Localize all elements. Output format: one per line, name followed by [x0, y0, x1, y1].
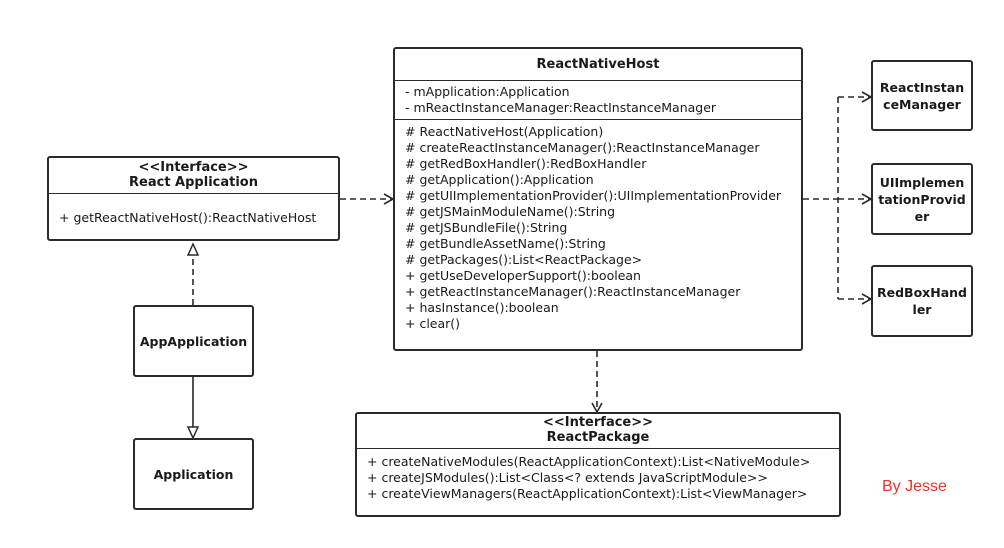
method-item: + createJSModules():List<Class<? extends… — [367, 470, 768, 485]
method-item: # getJSBundleFile():String — [405, 220, 568, 235]
application-title: Application — [153, 466, 234, 482]
method-item: # getJSMainModuleName():String — [405, 204, 616, 219]
method-item: # getApplication():Application — [405, 172, 594, 187]
ui-implementation-provider-title: UIImplementationProvider — [878, 174, 966, 224]
react-instance-manager-class[interactable]: ReactInstanceManager — [871, 60, 973, 131]
react-instance-manager-title: ReactInstanceManager — [879, 79, 965, 112]
react-native-host-title: ReactNativeHost — [536, 57, 660, 72]
method-item: + getUseDeveloperSupport():boolean — [405, 268, 641, 283]
method-item: + getReactNativeHost():ReactNativeHost — [59, 210, 317, 225]
react-native-host-methods: # ReactNativeHost(Application) # createR… — [395, 119, 801, 332]
react-package-methods: + createNativeModules(ReactApplicationCo… — [357, 448, 839, 502]
redbox-handler-class[interactable]: RedBoxHandler — [871, 265, 973, 337]
react-package-header: <<Interface>> ReactPackage — [357, 414, 839, 448]
method-item: # getPackages():List<ReactPackage> — [405, 252, 643, 267]
react-native-host-header: ReactNativeHost — [395, 49, 801, 80]
field-item: - mReactInstanceManager:ReactInstanceMan… — [405, 100, 717, 115]
method-item: # getRedBoxHandler():RedBoxHandler — [405, 156, 647, 171]
method-item: # createReactInstanceManager():ReactInst… — [405, 140, 760, 155]
application-class[interactable]: Application — [133, 438, 254, 510]
method-item: # getUIImplementationProvider():UIImplem… — [405, 188, 782, 203]
method-item: # getBundleAssetName():String — [405, 236, 606, 251]
react-application-methods: + getReactNativeHost():ReactNativeHost — [49, 193, 338, 226]
react-package-stereotype: <<Interface>> — [542, 415, 654, 430]
react-application-class[interactable]: <<Interface>> React Application + getRea… — [47, 156, 340, 241]
method-item: # ReactNativeHost(Application) — [405, 124, 604, 139]
field-item: - mApplication:Application — [405, 84, 570, 99]
author-signature: By Jesse — [882, 478, 947, 495]
method-item: + createViewManagers(ReactApplicationCon… — [367, 486, 808, 501]
ui-implementation-provider-class[interactable]: UIImplementationProvider — [871, 163, 973, 235]
react-native-host-fields: - mApplication:Application - mReactInsta… — [395, 80, 801, 119]
react-package-class[interactable]: <<Interface>> ReactPackage + createNativ… — [355, 412, 841, 517]
react-application-header: <<Interface>> React Application — [49, 158, 338, 193]
react-application-stereotype: <<Interface>> — [138, 160, 249, 175]
method-item: + clear() — [405, 316, 461, 331]
react-application-title: React Application — [129, 175, 258, 190]
redbox-handler-title: RedBoxHandler — [877, 285, 967, 317]
method-item: + hasInstance():boolean — [405, 300, 559, 315]
method-item: + getReactInstanceManager():ReactInstanc… — [405, 284, 741, 299]
app-application-title: AppApplication — [139, 333, 248, 349]
react-package-title: ReactPackage — [546, 430, 650, 445]
method-item: + createNativeModules(ReactApplicationCo… — [367, 454, 811, 469]
react-native-host-class[interactable]: ReactNativeHost - mApplication:Applicati… — [393, 47, 803, 351]
app-application-class[interactable]: AppApplication — [133, 305, 254, 377]
